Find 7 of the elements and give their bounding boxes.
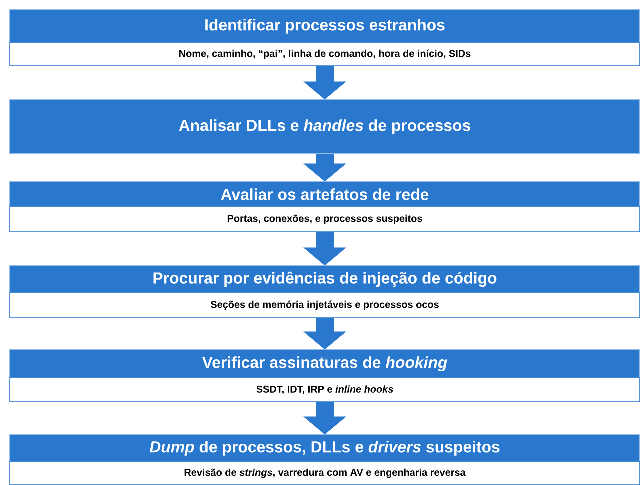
description-box: Revisão de strings, varredura com AV e engenharia reversa <box>10 462 640 485</box>
description-box: Portas, conexões, e processos suspeitos <box>10 206 640 232</box>
step-band: Dump de processos, DLLs e drivers suspeitos <box>10 434 640 462</box>
description-box: Nome, caminho, “pai”, linha de comando, hora de início, SIDs <box>10 42 640 66</box>
description-box: SSDT, IDT, IRP e inline hooks <box>10 378 640 402</box>
description-box: Seções de memória injetáveis e processos ocos <box>10 292 640 318</box>
step-band: Identificar processos estranhos <box>10 10 640 44</box>
